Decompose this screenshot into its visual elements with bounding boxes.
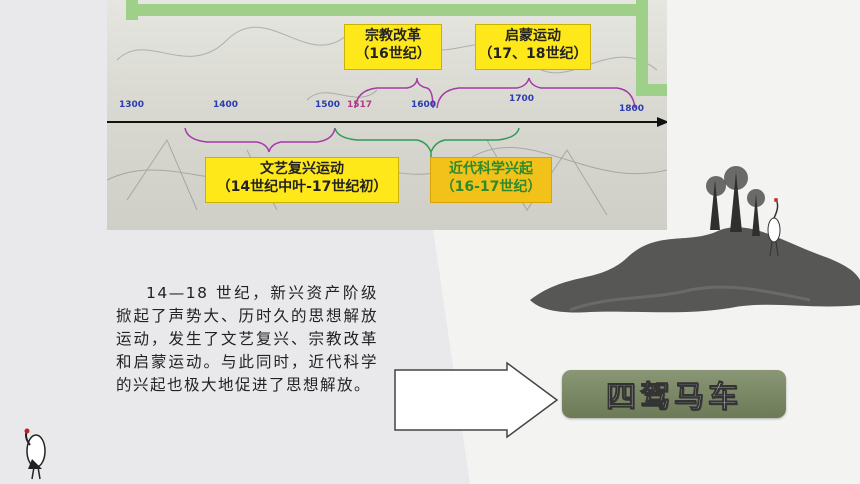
event-title: 近代科学兴起 — [449, 161, 533, 177]
tick-label: 1517 — [347, 100, 373, 110]
event-period: （16世纪） — [355, 46, 431, 62]
tick-label: 1800 — [619, 104, 645, 114]
ink-landscape-icon — [530, 166, 860, 313]
event-period: （14世纪中叶-17世纪初） — [216, 179, 388, 195]
event-title: 宗教改革 — [365, 28, 421, 44]
badge-label: 四驾马车 — [606, 380, 742, 416]
tick-label: 1600 — [411, 100, 437, 110]
event-box-renaissance: 文艺复兴运动 （14世纪中叶-17世纪初） — [205, 157, 399, 203]
timeline-panel: 1300 1400 1500 1517 1600 1700 1800 宗教改革 … — [107, 0, 667, 230]
tick-label: 1400 — [213, 100, 239, 110]
tick-label: 1300 — [119, 100, 145, 110]
event-title: 文艺复兴运动 — [260, 161, 344, 177]
crane-icon — [767, 198, 781, 257]
description-paragraph: 14—18 世纪，新兴资产阶级掀起了声势大、历时久的思想解放运动，发生了文艺复兴… — [116, 282, 378, 397]
event-box-science: 近代科学兴起 （16-17世纪） — [430, 157, 552, 203]
tick-label: 1500 — [315, 100, 341, 110]
event-box-reformation: 宗教改革 （16世纪） — [344, 24, 442, 70]
event-box-enlightenment: 启蒙运动 （17、18世纪） — [475, 24, 591, 70]
event-title: 启蒙运动 — [505, 28, 561, 44]
event-period: （17、18世纪） — [478, 46, 588, 62]
crane-icon — [24, 428, 46, 480]
paragraph-text: 14—18 世纪，新兴资产阶级掀起了声势大、历时久的思想解放运动，发生了文艺复兴… — [116, 284, 378, 394]
event-period: （16-17世纪） — [440, 179, 542, 195]
arrow-right-icon — [394, 361, 559, 439]
tick-label: 1700 — [509, 94, 535, 104]
four-carriages-badge: 四驾马车 — [562, 370, 786, 418]
timeline-artwork — [107, 0, 667, 216]
